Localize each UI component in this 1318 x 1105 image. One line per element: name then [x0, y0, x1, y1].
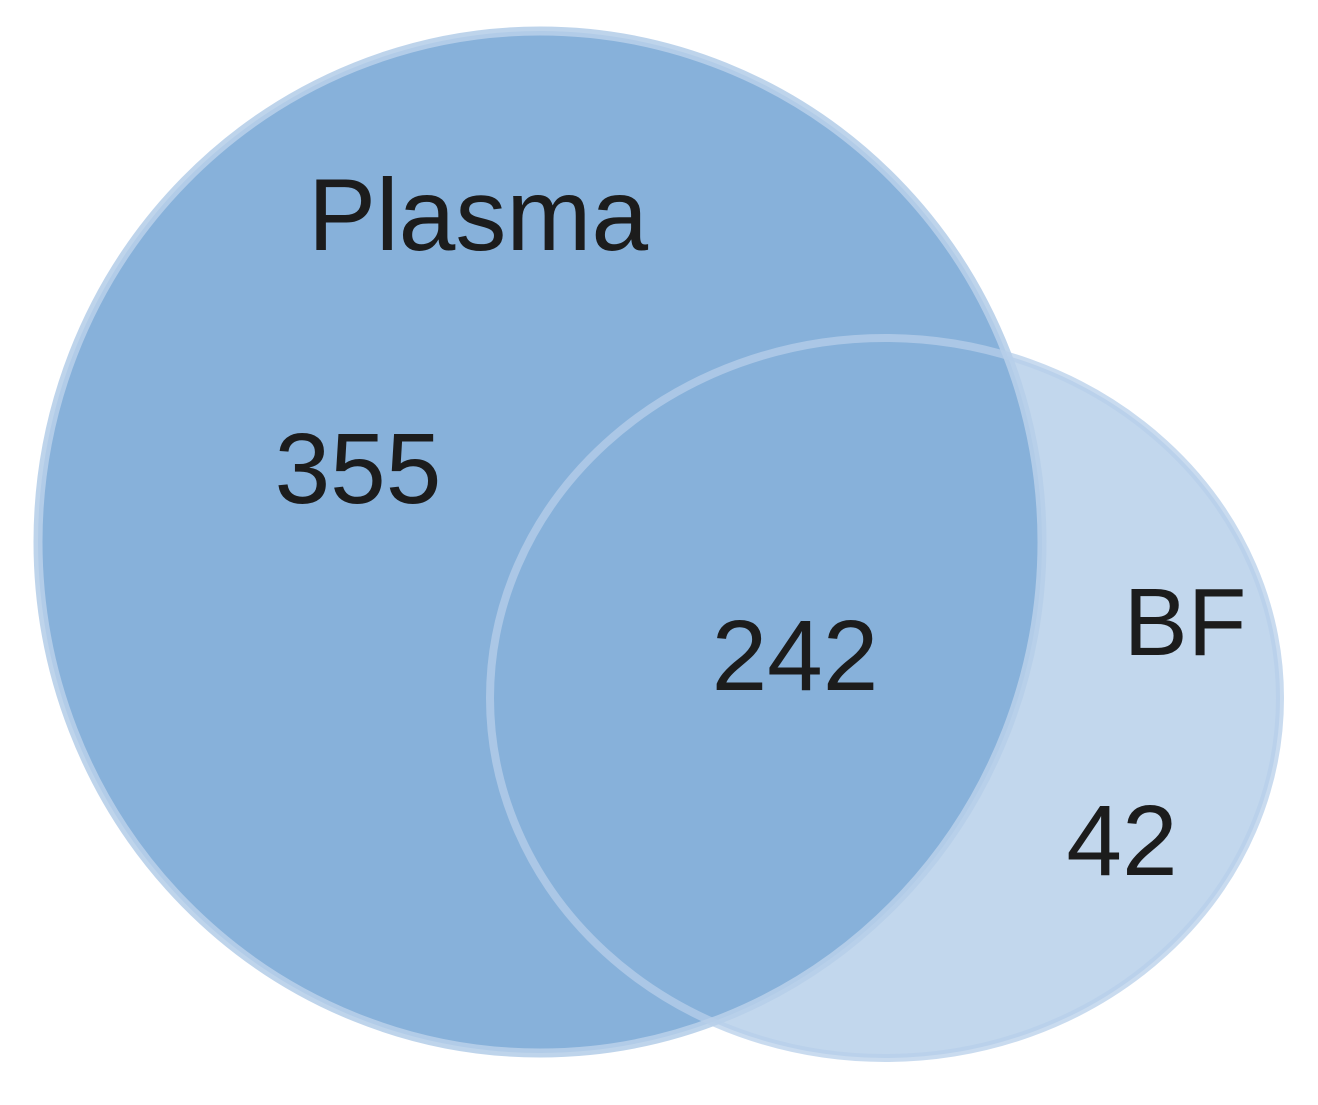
bf-set-label: BF	[1124, 569, 1247, 676]
bf-circle-outline	[486, 334, 1284, 1062]
plasma-only-count: 355	[275, 413, 442, 525]
plasma-circle	[38, 31, 1042, 1053]
plasma-set-label: Plasma	[308, 158, 648, 272]
plasma-circle-rim	[33, 26, 1047, 1058]
bf-only-count: 42	[1066, 785, 1177, 897]
intersection-count: 242	[712, 600, 879, 712]
